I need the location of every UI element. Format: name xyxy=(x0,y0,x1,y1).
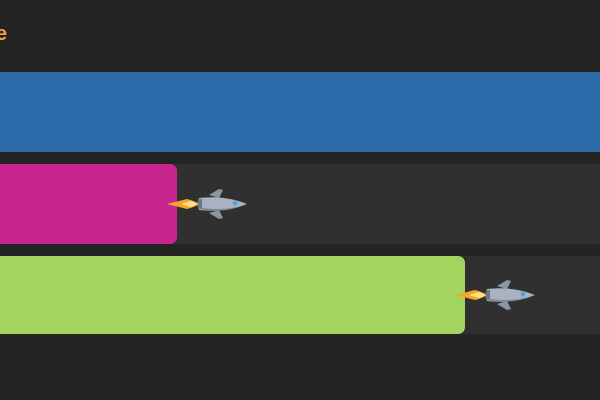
progress-fill-3 xyxy=(0,256,465,334)
progress-track-1 xyxy=(0,72,600,152)
rocket-icon xyxy=(165,187,249,221)
header-glyph: e xyxy=(0,23,8,45)
progress-fill-1 xyxy=(0,72,600,152)
progress-track-3 xyxy=(0,256,600,334)
progress-track-2 xyxy=(0,164,600,244)
progress-fill-2 xyxy=(0,164,177,244)
rocket-icon xyxy=(453,278,537,312)
